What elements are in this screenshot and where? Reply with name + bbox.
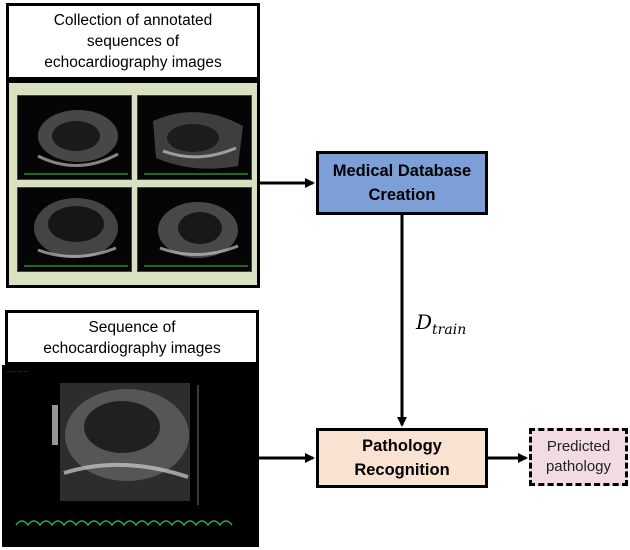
database-label-line-1: Medical Database [332,162,472,180]
collection-caption-line-2: sequences of [86,33,180,50]
recognition-label-line-1: Pathology [362,437,442,455]
echo-thumbnail-4 [137,187,252,272]
prediction-label-line-1: Predicted [546,438,611,455]
sequence-caption: Sequence of echocardiography images [5,310,259,365]
echo-thumbnail-1 [17,95,132,180]
collection-caption-line-3: echocardiography images [44,54,222,71]
recognition-label-line-2: Recognition [354,461,450,479]
echo-thumbnail-2 [137,95,252,180]
echo-collection-panel [6,80,260,288]
dtrain-main: D [416,310,433,334]
database-label-line-2: Creation [368,186,436,204]
predicted-pathology-box: Predicted pathology [529,428,628,486]
svg-text:····· ·····: ····· ····· [6,369,28,375]
dtrain-edge-label: Dtrain [416,310,466,338]
sequence-caption-line-2: echocardiography images [43,339,221,357]
collection-caption: Collection of annotated sequences of ech… [6,3,260,80]
echo-thumbnail-3 [17,187,132,272]
pathology-recognition-box: Pathology Recognition [316,428,488,488]
medical-database-creation-box: Medical Database Creation [316,151,488,215]
sequence-caption-line-1: Sequence of [88,318,176,336]
prediction-label-line-2: pathology [545,458,612,475]
collection-caption-line-1: Collection of annotated [53,12,213,29]
dtrain-subscript: train [432,322,467,338]
echo-sequence-image: ····· ····· [2,365,259,547]
